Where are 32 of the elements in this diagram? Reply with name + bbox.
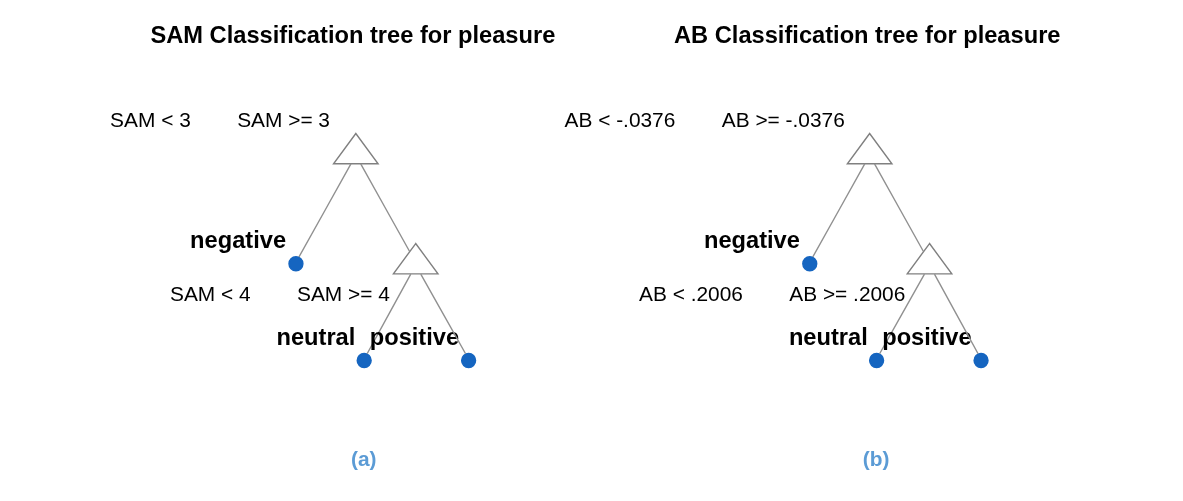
node-circle (460, 352, 477, 369)
connector (420, 273, 467, 355)
node-triangle (392, 242, 440, 275)
node-label: AB < .2006 AB >= .2006 (639, 281, 906, 305)
node-circle (288, 256, 304, 272)
node-label: AB < -.0376 AB >= -.0376 (564, 107, 845, 131)
node-triangle (905, 242, 954, 275)
connector (933, 273, 979, 355)
node-label: SAM < 4 SAM >= 4 (170, 281, 390, 305)
node-triangle (846, 132, 894, 165)
label: (b) (862, 446, 890, 470)
node-label: negative (190, 226, 287, 253)
label: (a) (350, 446, 377, 470)
node-label: neutral (276, 323, 356, 350)
label: AB Classification tree for pleasure (674, 22, 1061, 49)
connector (360, 163, 411, 252)
node-label: SAM < 3 SAM >= 3 (110, 107, 330, 131)
node-label: negative (703, 226, 800, 253)
node-label: neutral (788, 323, 868, 350)
node-label: positive (369, 323, 460, 350)
node-circle (868, 352, 885, 369)
connector (873, 163, 924, 252)
node-circle (973, 352, 989, 369)
connector (366, 273, 412, 355)
node-triangle (332, 132, 380, 165)
node-circle (802, 256, 818, 272)
node-circle (356, 352, 372, 369)
connector (878, 273, 926, 355)
connector (298, 163, 352, 258)
connector (812, 163, 866, 258)
node-label: positive (882, 323, 972, 350)
label: SAM Classification tree for pleasure (150, 22, 556, 49)
